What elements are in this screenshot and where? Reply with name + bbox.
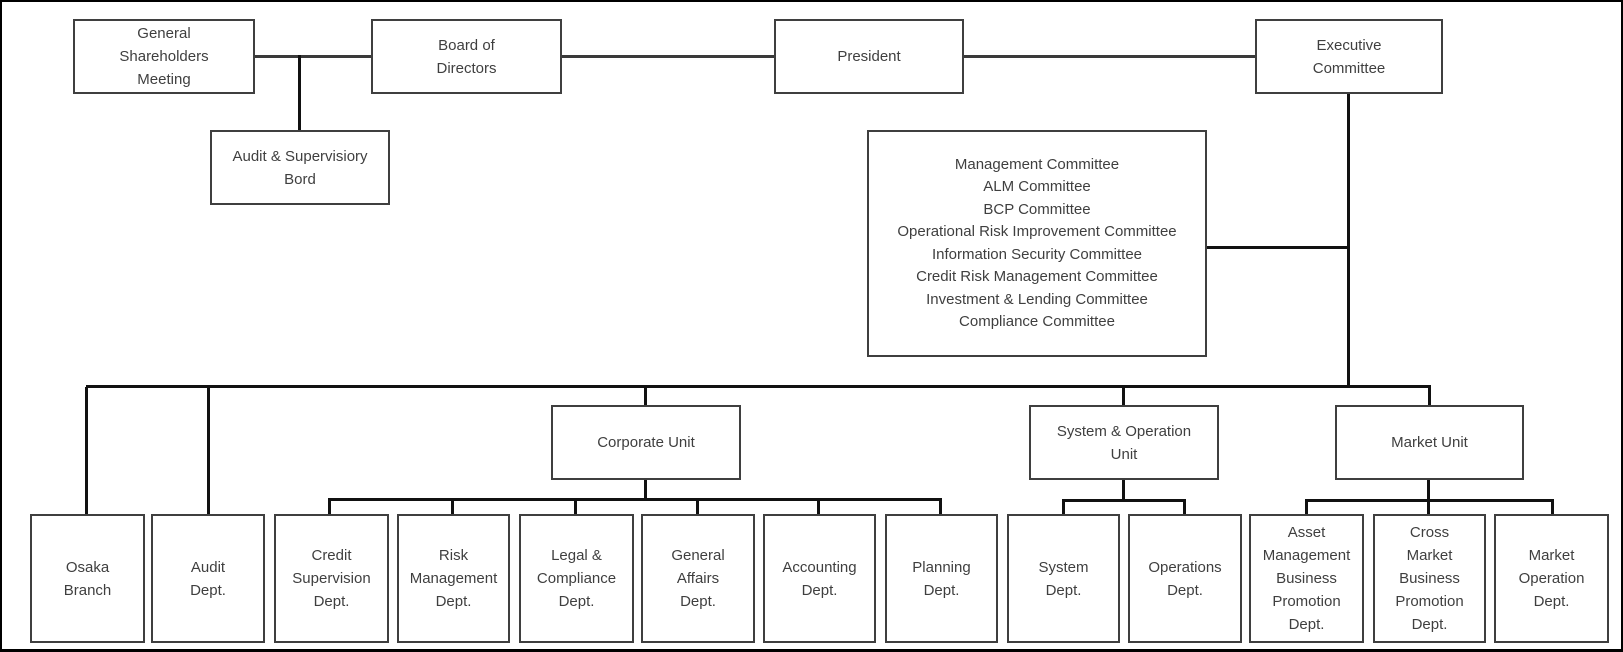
edge-drop-audit-board: [298, 55, 301, 132]
edge-president-exec: [964, 55, 1255, 58]
edge-drop-general-affairs: [696, 498, 699, 516]
node-asset-management-business-promotion-dept: Asset Management Business Promotion Dept…: [1249, 514, 1364, 643]
edge-drop-sysop-unit: [1122, 387, 1125, 407]
edge-drop-market-unit: [1428, 387, 1431, 407]
node-asset-management-business-promotion-dept-label: Asset Management Business Promotion Dept…: [1262, 524, 1351, 633]
edge-main-distribution-line: [86, 385, 1431, 388]
node-president-label: President: [837, 48, 901, 65]
node-board-of-directors: Board of Directors: [371, 19, 562, 94]
node-planning-dept: Planning Dept.: [885, 514, 998, 643]
edge-drop-audit-dept: [207, 387, 210, 515]
node-system-dept-label: System Dept.: [1038, 558, 1089, 599]
node-market-unit: Market Unit: [1335, 405, 1524, 480]
edge-market-unit-children: [1427, 478, 1430, 501]
node-corporate-unit: Corporate Unit: [551, 405, 741, 480]
committee-item: ALM Committee: [983, 178, 1091, 195]
node-market-unit-label: Market Unit: [1391, 434, 1468, 451]
node-audit-supervisory-board: Audit & Supervisiory Bord: [210, 130, 390, 205]
node-corporate-unit-label: Corporate Unit: [597, 434, 695, 451]
node-risk-management-dept-label: Risk Management Dept.: [409, 547, 498, 610]
node-osaka-branch: Osaka Branch: [30, 514, 145, 643]
node-osaka-branch-label: Osaka Branch: [63, 558, 112, 599]
edge-drop-operations-dept: [1183, 499, 1186, 516]
node-cross-market-business-promotion-dept: Cross Market Business Promotion Dept.: [1373, 514, 1486, 643]
edge-gsm-bod: [255, 55, 371, 58]
node-general-affairs-dept: General Affairs Dept.: [641, 514, 755, 643]
edge-drop-cross-market: [1427, 499, 1430, 516]
edge-corporate-children-bus: [328, 498, 942, 501]
node-system-operation-unit-label: System & Operation Unit: [1056, 422, 1192, 463]
node-system-dept: System Dept.: [1007, 514, 1120, 643]
committee-item: Operational Risk Improvement Committee: [897, 223, 1177, 240]
node-operations-dept-label: Operations Dept.: [1148, 558, 1222, 599]
edge-bod-president: [562, 55, 774, 58]
committee-item: Information Security Committee: [931, 245, 1143, 263]
node-executive-committee: Executive Committee: [1255, 19, 1443, 94]
edge-drop-risk-management: [451, 498, 454, 516]
edge-drop-asset-mgmt: [1305, 499, 1308, 516]
edge-drop-accounting: [817, 498, 820, 516]
node-credit-supervision-dept: Credit Supervision Dept.: [274, 514, 389, 643]
node-system-operation-unit: System & Operation Unit: [1029, 405, 1219, 480]
edge-drop-planning: [939, 498, 942, 516]
edge-drop-corporate-unit: [644, 387, 647, 407]
node-audit-supervisory-board-label: Audit & Supervisiory Bord: [232, 147, 368, 188]
edge-exec-mainline: [1347, 94, 1350, 388]
node-audit-dept: Audit Dept.: [151, 514, 265, 643]
committee-item: Investment & Lending Committee: [926, 290, 1148, 308]
committee-item: Compliance Committee: [959, 313, 1115, 330]
edge-drop-legal-compliance: [574, 498, 577, 516]
node-general-affairs-dept-label: General Affairs Dept.: [671, 547, 725, 610]
edge-drop-system-dept: [1062, 499, 1065, 516]
node-planning-dept-label: Planning Dept.: [912, 558, 971, 599]
node-cross-market-business-promotion-dept-label: Cross Market Business Promotion Dept.: [1395, 524, 1464, 633]
node-accounting-dept: Accounting Dept.: [763, 514, 876, 643]
node-committees-box: Management Committee ALM Committee BCP C…: [867, 130, 1207, 357]
node-general-shareholders-meeting: General Shareholders Meeting: [73, 19, 255, 94]
edge-sysop-children-bus: [1062, 499, 1186, 502]
node-market-operation-dept-label: Market Operation Dept.: [1518, 547, 1585, 610]
node-market-operation-dept: Market Operation Dept.: [1494, 514, 1609, 643]
node-audit-dept-label: Audit Dept.: [190, 558, 226, 599]
node-risk-management-dept: Risk Management Dept.: [397, 514, 510, 643]
node-executive-committee-label: Executive Committee: [1312, 36, 1386, 77]
node-president: President: [774, 19, 964, 94]
node-legal-compliance-dept-label: Legal & Compliance Dept.: [536, 547, 617, 610]
committee-item: BCP Committee: [983, 200, 1091, 218]
edge-committees-exec: [1207, 246, 1349, 249]
node-operations-dept: Operations Dept.: [1128, 514, 1242, 643]
committee-item: Management Committee: [954, 155, 1120, 173]
node-general-shareholders-meeting-label: General Shareholders Meeting: [119, 25, 209, 88]
edge-corporate-unit-children: [644, 478, 647, 500]
edge-drop-credit-supervision: [328, 498, 331, 516]
edge-drop-osaka: [85, 387, 88, 515]
edge-sysop-unit-children: [1122, 478, 1125, 501]
node-legal-compliance-dept: Legal & Compliance Dept.: [519, 514, 634, 643]
node-board-of-directors-label: Board of Directors: [436, 36, 497, 77]
node-accounting-dept-label: Accounting Dept.: [782, 558, 857, 599]
node-credit-supervision-dept-label: Credit Supervision Dept.: [292, 547, 371, 610]
edge-drop-market-operation: [1551, 499, 1554, 516]
committee-item: Credit Risk Management Committee: [916, 268, 1158, 285]
